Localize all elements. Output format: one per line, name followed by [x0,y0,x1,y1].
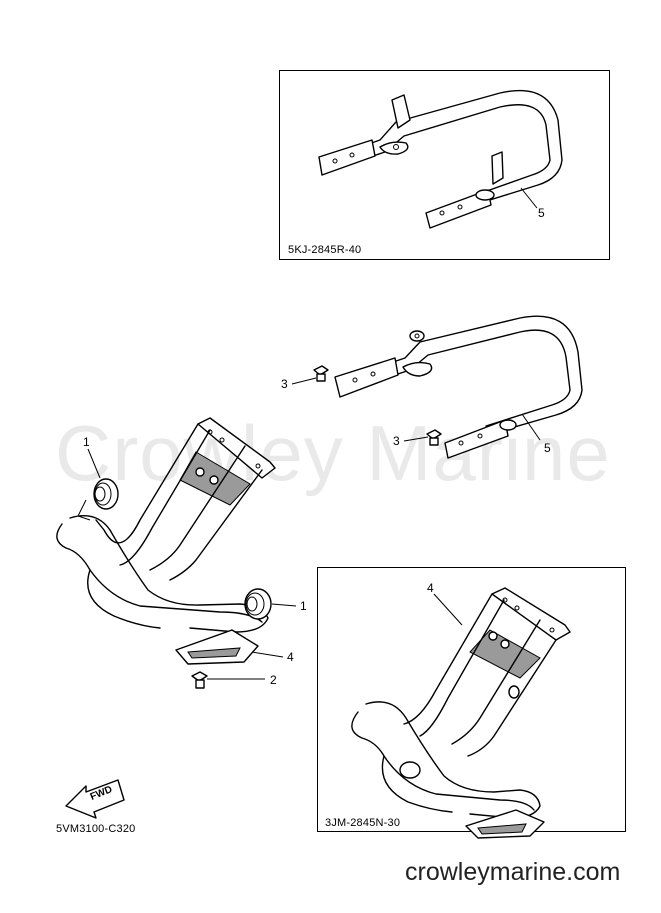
bottom-inset-assembly [351,587,571,839]
callout-2: 2 [270,673,277,687]
large-handle-assembly [56,417,297,689]
middle-handle [291,315,583,459]
top-inset-handle [318,89,563,229]
inset-top-frame [279,70,610,260]
callout-3-a: 3 [281,377,288,391]
callout-4: 4 [287,650,294,664]
bolt-3b [426,429,442,446]
inset-top-code: 5KJ-2845R-40 [288,244,362,256]
grommet-right [244,588,272,620]
callout-5-mid: 5 [544,441,551,455]
bolt-2 [191,671,208,689]
site-url: crowleymarine.com [405,858,621,886]
callout-4-inset: 4 [427,581,434,595]
callout-1-left: 1 [83,435,90,449]
callout-3-b: 3 [393,434,400,448]
inset-bottom-code: 3JM-2845N-30 [325,817,401,829]
diagram-code: 5VM3100-C320 [56,823,136,835]
grommet-left [93,478,119,510]
callout-1-right: 1 [300,599,307,613]
callout-5-top: 5 [538,206,545,220]
bolt-3a [313,365,329,382]
watermark-text: Crowley Marine [55,409,611,497]
fwd-arrow-icon [65,779,125,819]
